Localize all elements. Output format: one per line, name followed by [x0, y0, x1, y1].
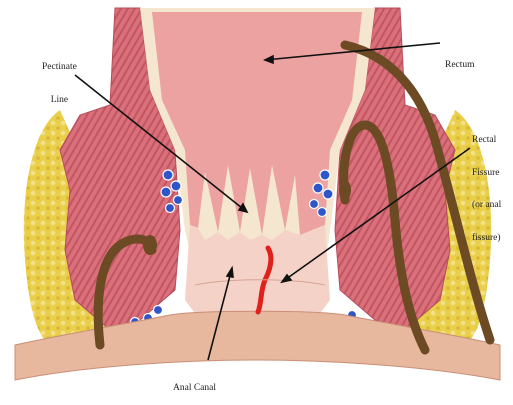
- label-anal-canal-text: Anal Canal: [173, 383, 216, 394]
- label-pectinate-line-1: Pectinate: [42, 62, 77, 73]
- rectum-lumen: [152, 12, 362, 150]
- label-rectum-text: Rectum: [445, 60, 475, 71]
- label-fissure-line-4: fissure): [472, 233, 501, 244]
- label-pectinate-line-2: Line: [42, 95, 77, 106]
- anal-anatomy-diagram: [0, 0, 513, 396]
- label-fissure-line-3: (or anal: [472, 200, 501, 211]
- label-pectinate-line: Pectinate Line: [42, 40, 77, 116]
- label-fissure-line-2: Fissure: [472, 168, 501, 179]
- label-rectum: Rectum: [445, 38, 475, 82]
- label-anal-canal: Anal Canal: [173, 361, 216, 405]
- label-fissure-line-1: Rectal: [472, 135, 501, 146]
- label-rectal-fissure: Rectal Fissure (or anal fissure): [472, 113, 501, 255]
